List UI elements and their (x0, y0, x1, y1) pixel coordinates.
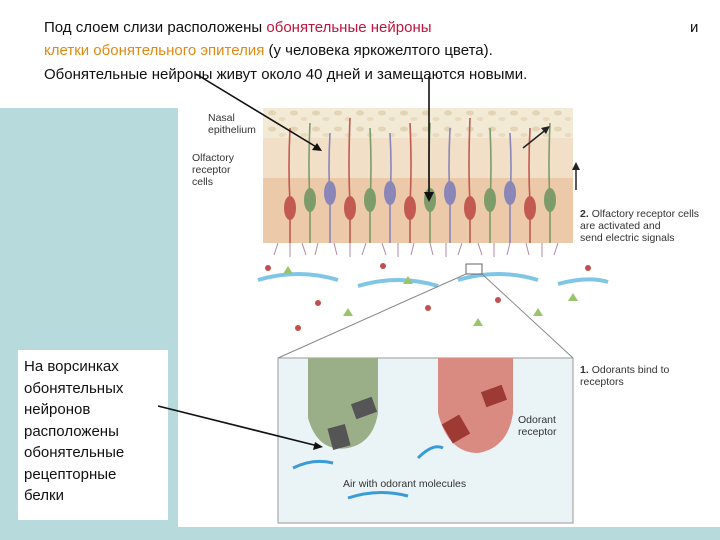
airflow-arrows (257, 272, 609, 288)
zoom-line-left (277, 273, 467, 359)
signal-arrowhead (541, 126, 550, 134)
caption-line-3: Обонятельные нейроны живут около 40 дней… (44, 66, 528, 83)
highlight-epithelium-cells: клетки обонятельного эпителия (44, 42, 265, 59)
epithelium-layer (263, 178, 573, 243)
side-note-panel: На ворсинках обонятельных нейронов распо… (18, 350, 168, 520)
illustration-graphic (257, 108, 609, 524)
step-2-text: Olfactory receptor cells are activated a… (580, 208, 700, 244)
side-note-text: На ворсинках обонятельных нейронов распо… (24, 358, 125, 504)
neuron-cilium-green (308, 358, 378, 449)
odorant-molecules (265, 263, 591, 331)
step-1-number: 1. (580, 364, 589, 376)
label-odorant-receptor: Odorant receptor (518, 414, 557, 438)
label-step-2: 2. Olfactory receptor cells are activate… (580, 208, 699, 244)
highlight-olfactory-neurons: обонятельные нейроны (266, 19, 432, 36)
caption-panel: Под слоем слизи расположены обонятельные… (0, 0, 720, 108)
caption-conjunction: и (690, 19, 699, 36)
receptor-proteins (327, 384, 508, 450)
label-olfactory-receptor-cells: Olfactory receptor cells (192, 152, 235, 188)
label-step-1: 1. Odorants bind to receptors (580, 364, 669, 388)
signal-arrowhead-up (572, 162, 580, 170)
caption-line-1: Под слоем слизи расположены обонятельные… (44, 19, 432, 36)
cilia (273, 242, 559, 257)
caption-text: (у человека яркожелтого цвета). (264, 42, 493, 59)
step-2-number: 2. (580, 208, 589, 220)
zoom-line-right (481, 273, 574, 359)
olfactory-illustration: Nasal epithelium Olfactory receptor cell… (178, 108, 720, 527)
label-air-odorant-molecules: Air with odorant molecules (343, 478, 467, 490)
caption-text: Под слоем слизи расположены (44, 19, 267, 36)
zoom-box (465, 263, 483, 275)
zoom-air-arrows (292, 445, 444, 500)
step-1-text: Odorants bind to receptors (580, 364, 670, 388)
label-nasal-epithelium: Nasal epithelium (208, 112, 256, 136)
caption-line-2: клетки обонятельного эпителия (у человек… (44, 42, 493, 59)
